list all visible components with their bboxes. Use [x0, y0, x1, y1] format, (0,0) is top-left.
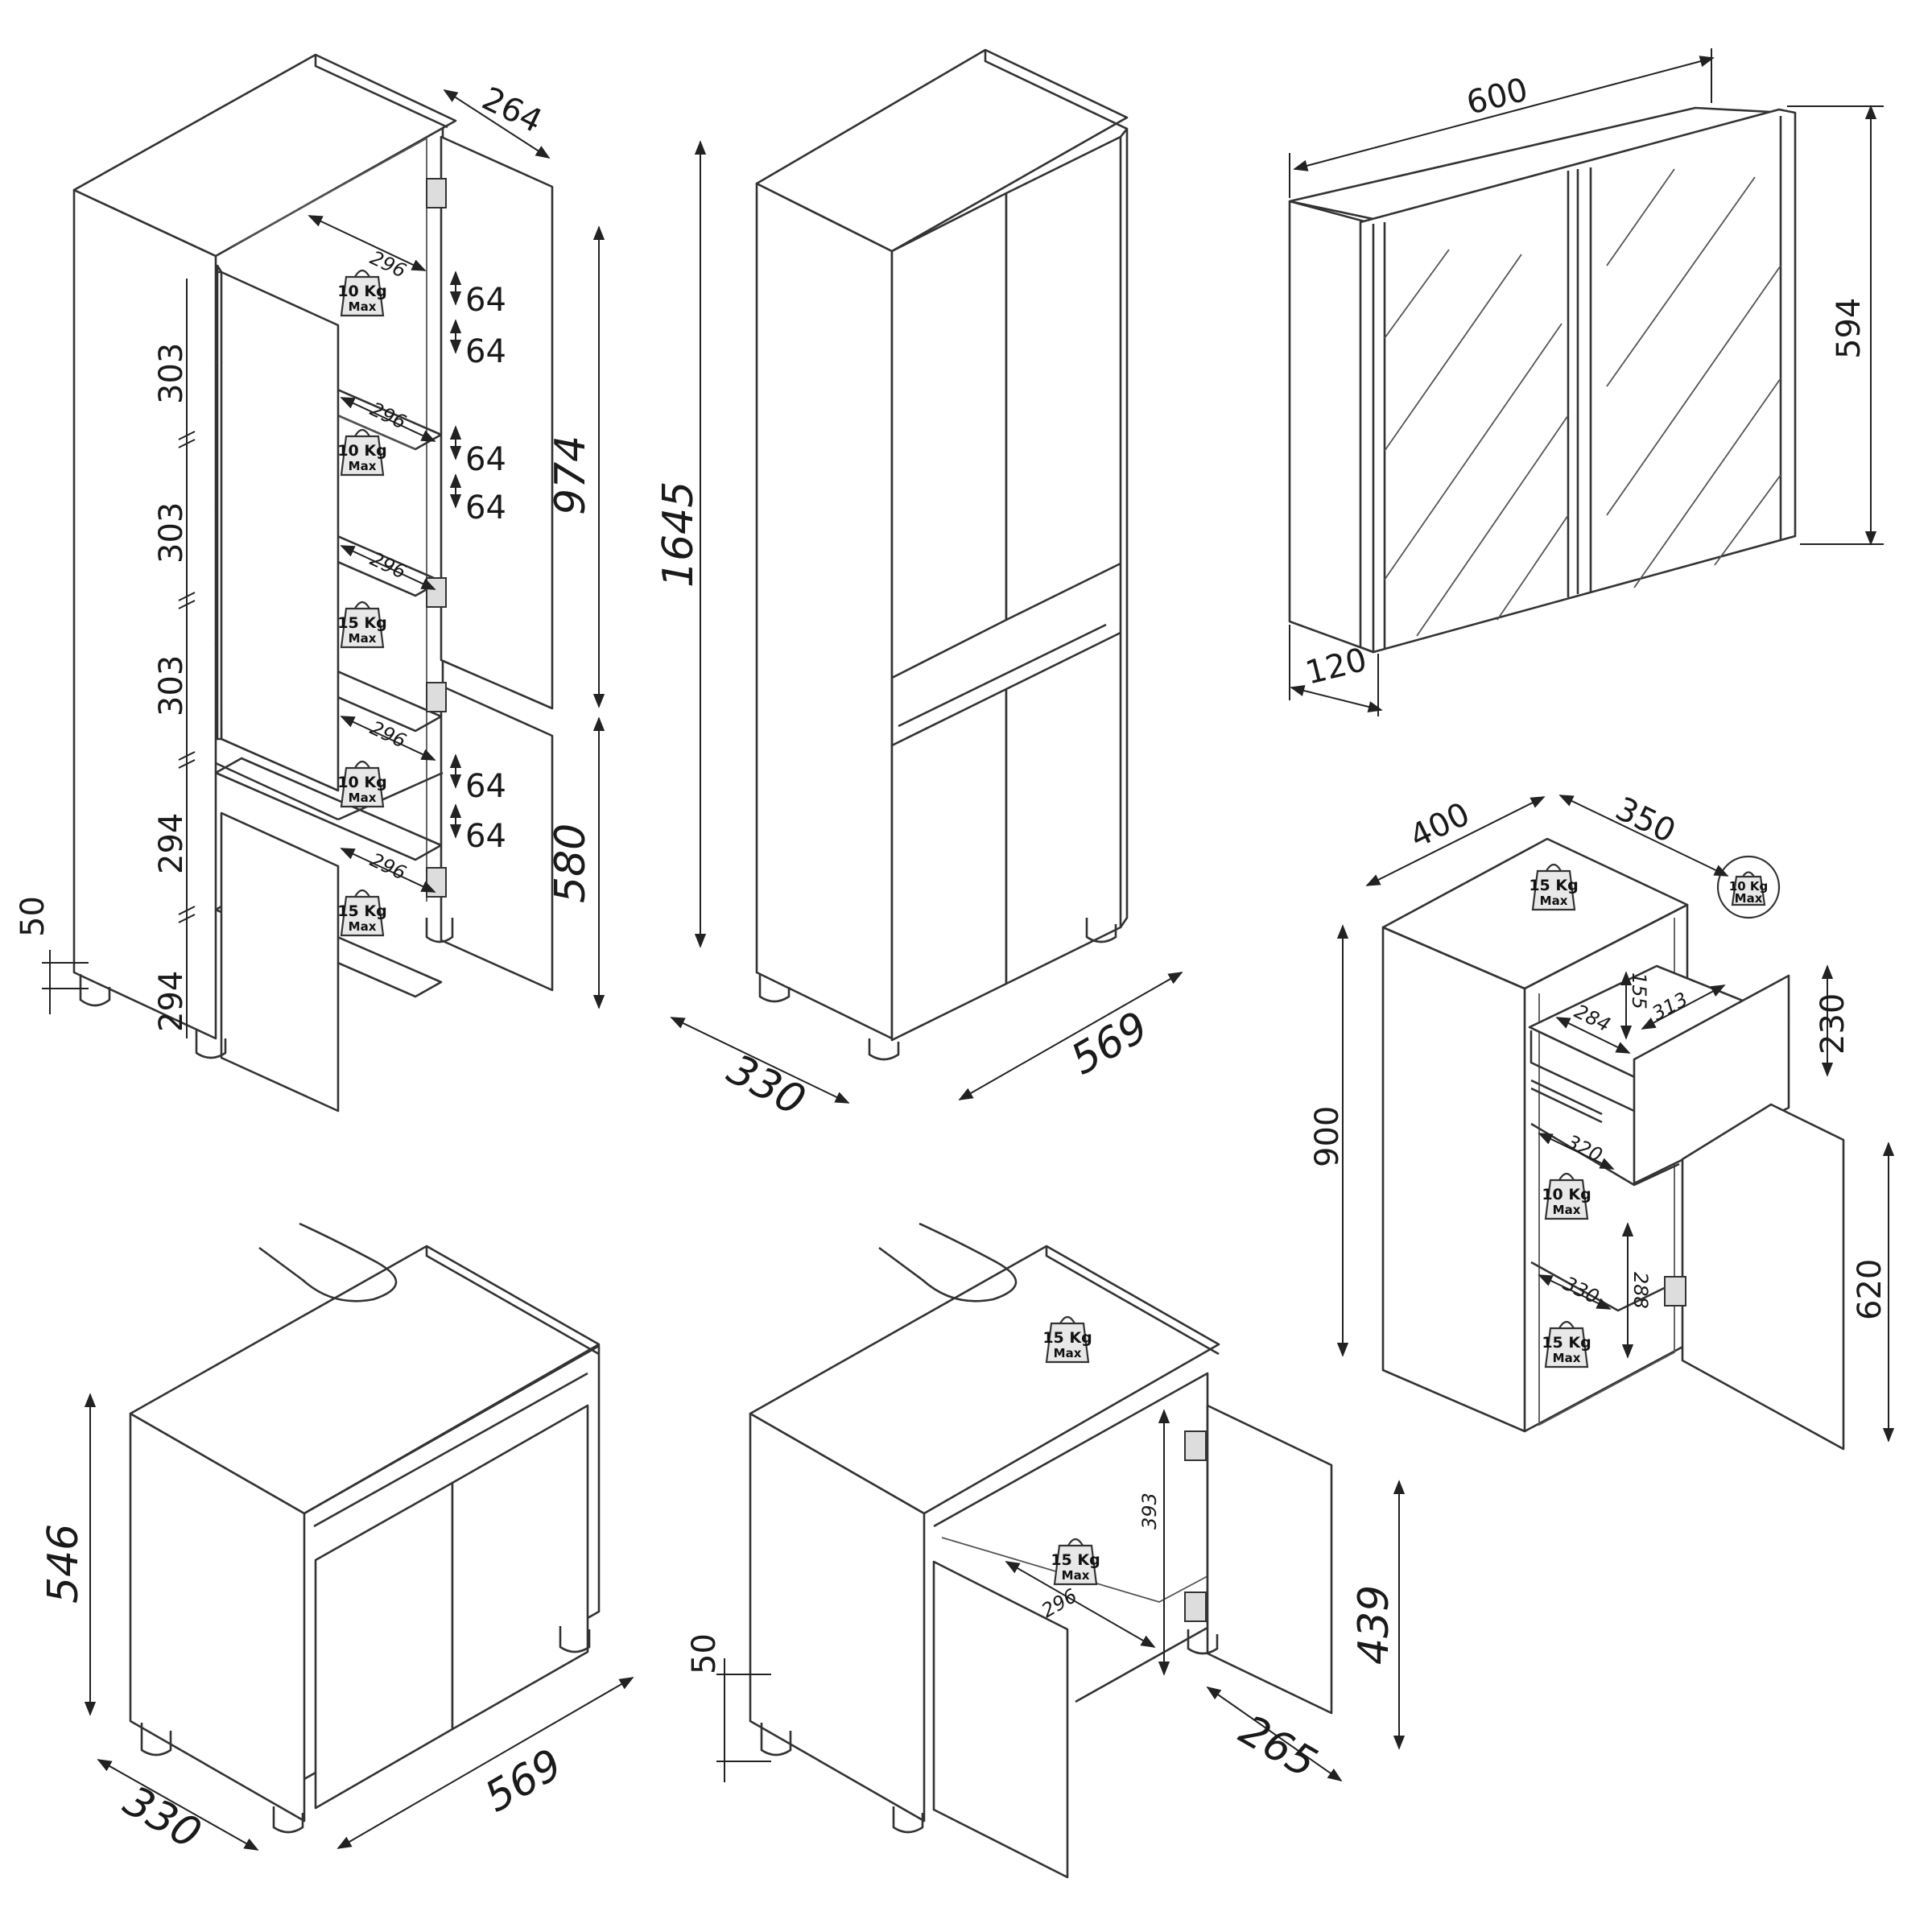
- shelf-gap-label: 64: [465, 333, 506, 370]
- depth-label: 264: [477, 80, 548, 141]
- width-label: 569: [1063, 1003, 1157, 1085]
- door-height-label: 439: [1350, 1585, 1398, 1665]
- compartment-label: 294: [153, 971, 190, 1032]
- compartment-label: 303: [153, 502, 190, 564]
- load-unit: Max: [349, 631, 377, 646]
- load-value: 15 Kg: [337, 902, 386, 920]
- compartment-label: 303: [153, 343, 190, 404]
- height-label: 546: [39, 1524, 88, 1604]
- load-value: 15 Kg: [1529, 877, 1578, 894]
- shelf-gap-label: 288: [1629, 1272, 1652, 1309]
- depth-label: 330: [720, 1046, 813, 1126]
- shelf-gap-label: 64: [465, 818, 506, 855]
- inner-height-label: 393: [1138, 1492, 1161, 1530]
- shelf-gap-label: 64: [465, 282, 506, 319]
- compartment-label: 303: [153, 655, 190, 716]
- load-weight-icon: 15 Kg Max: [1542, 1320, 1591, 1368]
- load-weight-icon: 15 Kg Max: [337, 889, 387, 937]
- height-label: 594: [1831, 298, 1868, 359]
- load-weight-icon: 10 Kg Max: [337, 760, 387, 808]
- load-unit: Max: [349, 791, 377, 805]
- mirror-cabinet: 600 594 120: [1288, 48, 1884, 716]
- foot-height-label: 50: [686, 1633, 723, 1674]
- width-label: 600: [1463, 72, 1531, 122]
- height-label: 1645: [654, 481, 703, 588]
- depth-label: 330: [116, 1777, 209, 1859]
- width-label: 400: [1404, 795, 1476, 856]
- load-value: 15 Kg: [337, 614, 386, 632]
- load-unit: Max: [1540, 894, 1568, 908]
- load-weight-icon: 15 Kg Max: [1042, 1315, 1092, 1364]
- load-value: 10 Kg: [337, 283, 386, 300]
- load-value: 10 Kg: [337, 774, 386, 791]
- door-width-label: 265: [1232, 1706, 1325, 1788]
- load-value: 10 Kg: [1729, 879, 1768, 894]
- load-value: 15 Kg: [1542, 1334, 1591, 1352]
- load-value: 10 Kg: [337, 442, 386, 460]
- shelf-gap-label: 64: [465, 489, 506, 526]
- shelf-depth-label: 296: [366, 716, 409, 753]
- load-unit: Max: [1553, 1203, 1581, 1217]
- load-weight-icon: 10 Kg Max: [1729, 871, 1768, 906]
- load-unit: Max: [1054, 1346, 1082, 1360]
- lower-height-label: 580: [547, 824, 595, 903]
- load-unit: Max: [349, 299, 377, 314]
- load-unit: Max: [1735, 891, 1763, 906]
- load-unit: Max: [1062, 1568, 1090, 1583]
- load-weight-icon: 10 Kg Max: [337, 269, 387, 317]
- load-unit: Max: [1553, 1351, 1581, 1365]
- upper-height-label: 974: [547, 436, 595, 515]
- load-value: 15 Kg: [1042, 1329, 1092, 1347]
- load-unit: Max: [349, 919, 377, 934]
- load-unit: Max: [349, 459, 377, 473]
- height-label: 900: [1309, 1106, 1346, 1167]
- vanity-cabinet-closed: 546 330 569: [39, 1222, 634, 1859]
- depth-label: 120: [1302, 642, 1370, 692]
- load-weight-icon: 15 Kg Max: [1051, 1538, 1100, 1586]
- load-weight-icon: 10 Kg Max: [337, 428, 387, 477]
- load-value: 10 Kg: [1542, 1186, 1591, 1203]
- width-label: 569: [477, 1740, 571, 1823]
- depth-label: 350: [1610, 791, 1682, 851]
- load-value: 15 Kg: [1051, 1551, 1100, 1569]
- load-weight-icon: 15 Kg Max: [337, 601, 387, 649]
- shelf-gap-label: 64: [465, 768, 506, 805]
- shelf-gap-label: 64: [465, 441, 506, 478]
- vanity-cabinet-open: 15 Kg Max 15 Kg Max 393 296 50 439 265: [686, 1222, 1406, 1879]
- load-weight-icon: 10 Kg Max: [1542, 1172, 1591, 1220]
- foot-height-label: 50: [14, 896, 52, 937]
- side-cabinet: 15 Kg Max 10 Kg Max 10 Kg Max 15 Kg Max …: [1309, 791, 1895, 1451]
- tall-cabinet-open: 296 296 296 296 296 64 64 64 64 64 64 26…: [14, 53, 605, 1113]
- drawer-height-label: 230: [1814, 993, 1852, 1055]
- drawer-inner-height-label: 155: [1628, 972, 1650, 1009]
- compartment-label: 294: [153, 813, 190, 874]
- tall-cabinet-closed: 1645 330 569: [654, 48, 1183, 1126]
- shelf-depth-label: 296: [366, 398, 409, 434]
- door-height-label: 620: [1852, 1259, 1889, 1320]
